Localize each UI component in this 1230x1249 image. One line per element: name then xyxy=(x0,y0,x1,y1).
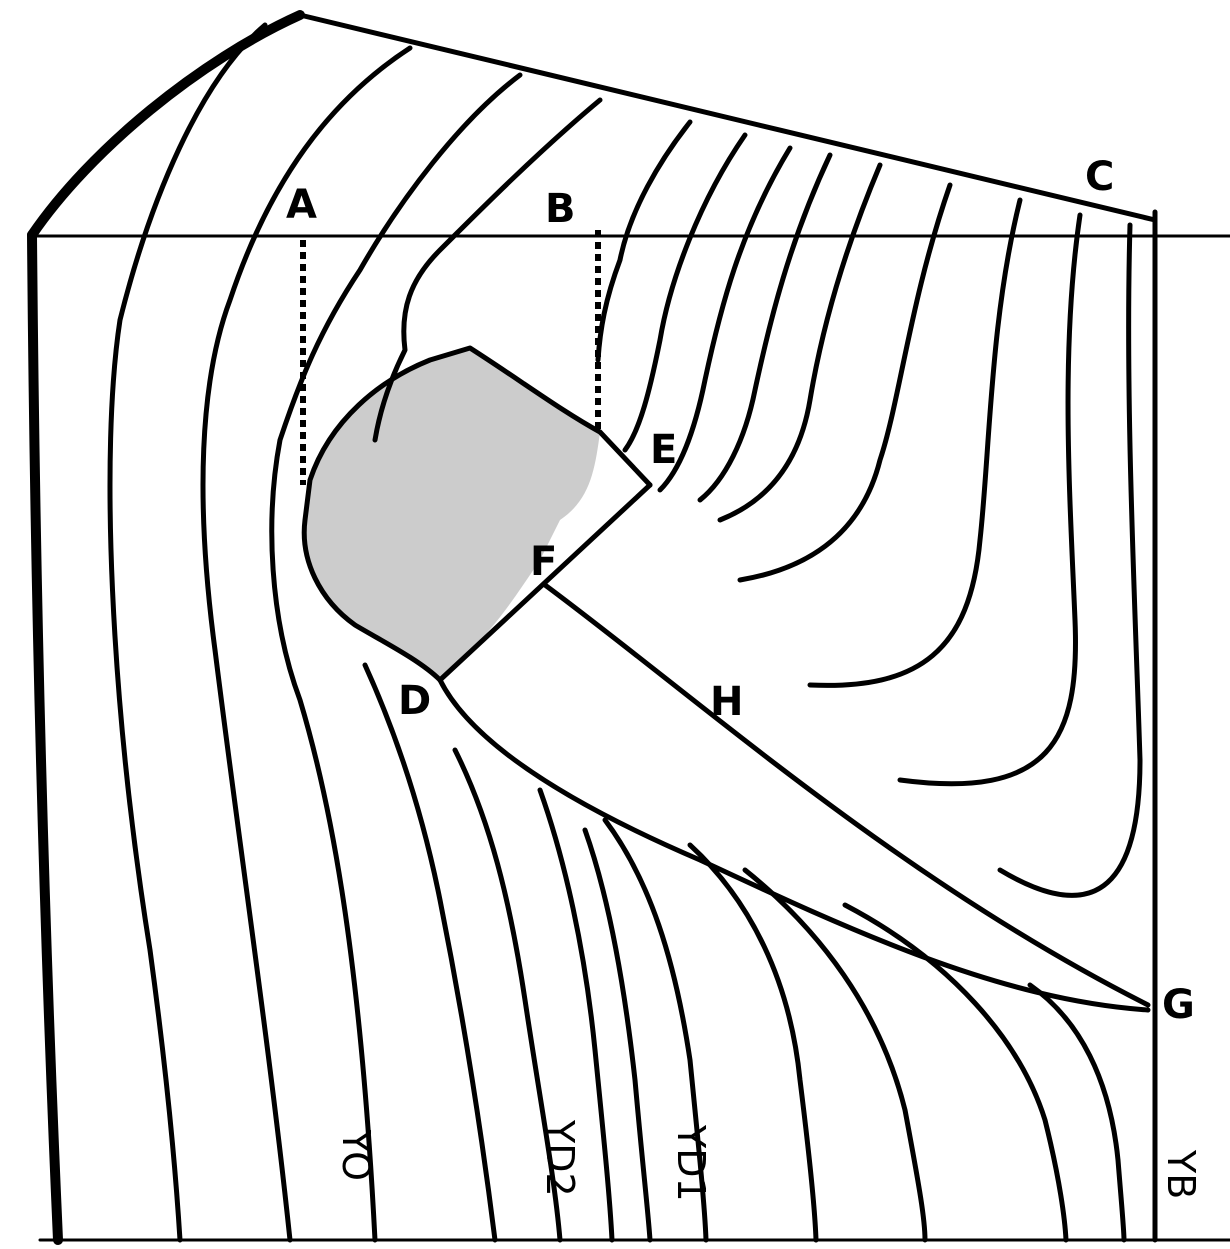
label-e: E xyxy=(650,427,677,473)
contour-line xyxy=(687,842,819,1243)
label-yd2: YD2 xyxy=(538,1119,582,1197)
contour-line xyxy=(897,212,1083,787)
label-yd1: YD1 xyxy=(669,1124,713,1202)
contour-line xyxy=(372,97,603,443)
left-contours xyxy=(107,22,709,1243)
label-yo: YO xyxy=(334,1129,378,1181)
contour-line xyxy=(602,817,709,1243)
contour-line xyxy=(452,747,563,1243)
contour-line xyxy=(842,902,1069,1243)
contour-line xyxy=(742,867,928,1243)
line-f-g xyxy=(542,582,1151,1008)
left-edge xyxy=(27,230,63,1245)
contour-line xyxy=(807,197,1023,688)
outer-left-boundary xyxy=(27,10,305,240)
label-h: H xyxy=(710,679,743,725)
contour-line xyxy=(737,182,953,583)
contour-line xyxy=(622,132,748,453)
label-g: G xyxy=(1162,982,1195,1028)
contour-line xyxy=(362,662,498,1243)
right-contours xyxy=(595,119,1143,1243)
label-f: F xyxy=(530,539,557,585)
label-d: D xyxy=(398,678,431,724)
contour-line xyxy=(657,145,793,493)
label-c: C xyxy=(1085,154,1114,200)
contour-line xyxy=(537,787,615,1243)
contour-line xyxy=(269,72,523,1243)
contour-line xyxy=(717,162,883,523)
shaded-region-outline xyxy=(301,345,653,683)
line-d-lower xyxy=(437,677,1151,1013)
label-b: B xyxy=(545,186,576,232)
shaded-region xyxy=(304,348,600,680)
contour-line xyxy=(1027,982,1127,1243)
label-yb: YB xyxy=(1159,1149,1203,1199)
contour-line xyxy=(107,22,268,1243)
contour-line xyxy=(582,827,653,1243)
top-edge xyxy=(297,12,1158,223)
contour-line xyxy=(997,222,1143,898)
contour-line xyxy=(200,45,413,1243)
contour-line xyxy=(595,119,693,363)
label-a: A xyxy=(286,182,317,228)
contour-line xyxy=(697,152,833,503)
